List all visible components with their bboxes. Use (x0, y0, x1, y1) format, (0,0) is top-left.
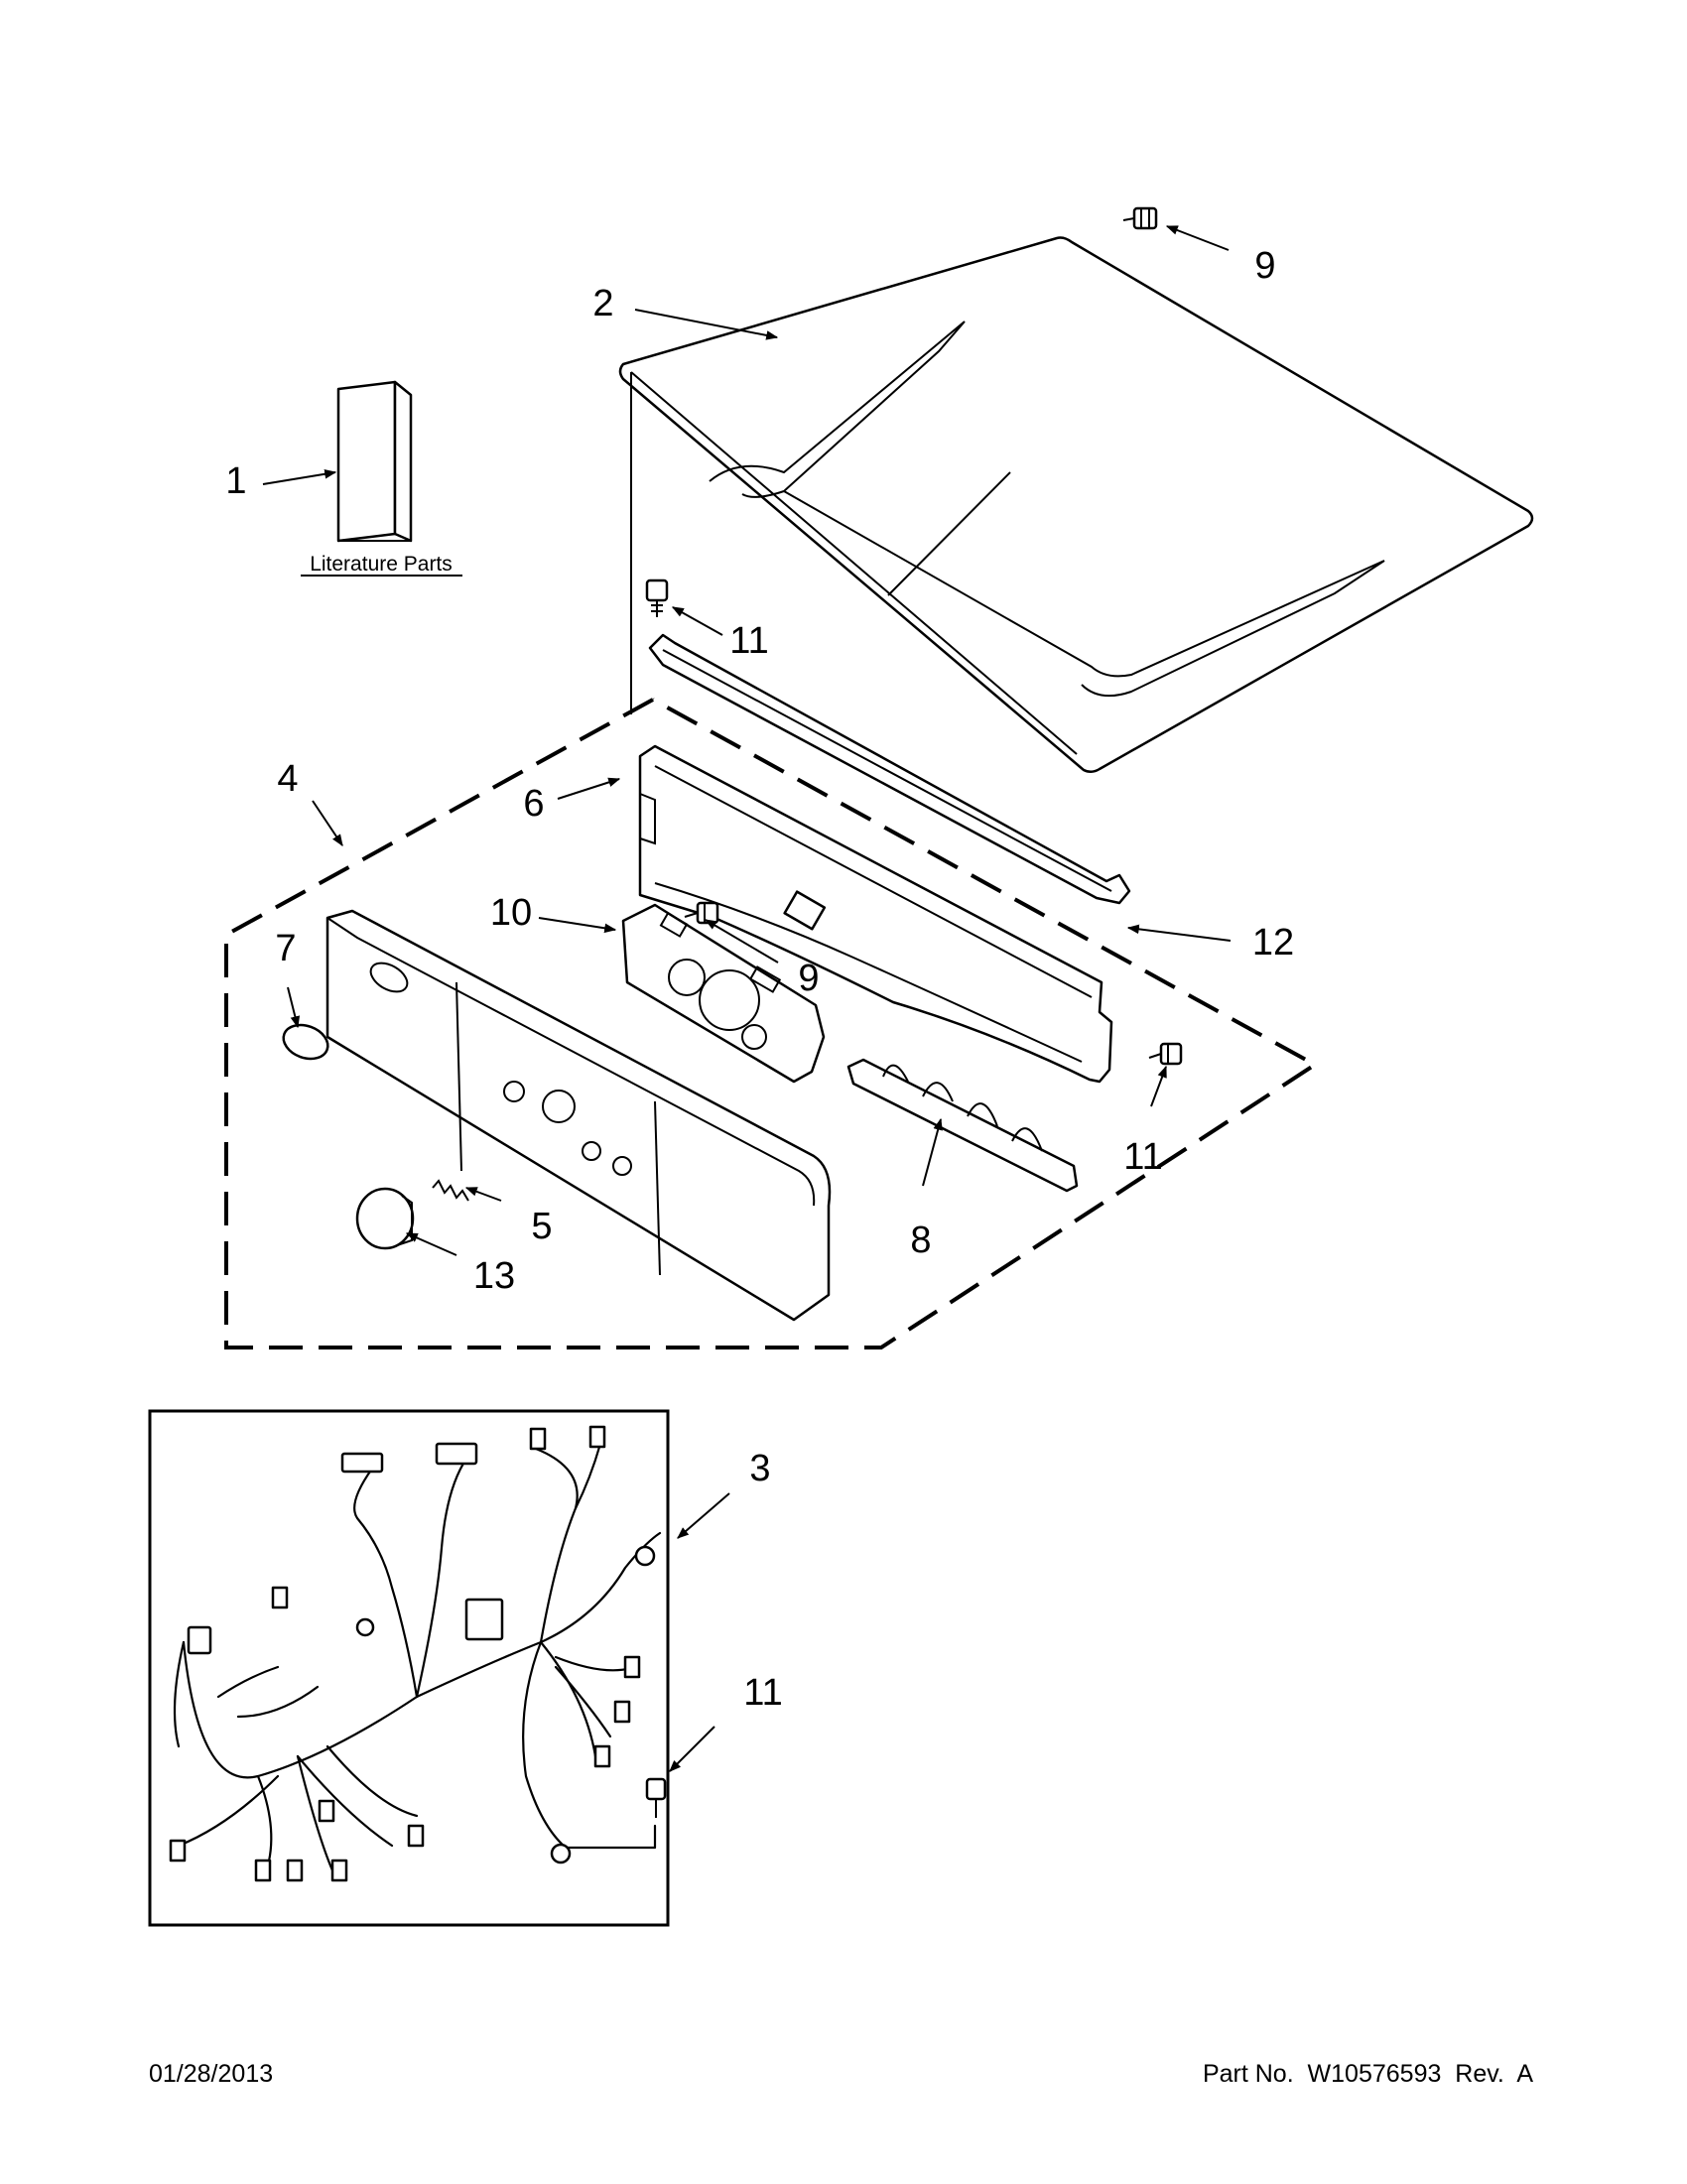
callout-13: 13 (473, 1255, 515, 1297)
callout-10: 10 (490, 892, 532, 934)
wire-harness-3 (148, 1409, 670, 1927)
bracket-rail-12 (648, 633, 1131, 905)
literature-parts-caption: Literature Parts (310, 553, 453, 576)
callout-11-upper: 11 (729, 620, 768, 662)
callout-11-right: 11 (1123, 1136, 1162, 1178)
callout-12: 12 (1252, 922, 1294, 964)
control-panel-console (325, 909, 832, 1322)
callout-11-lower: 11 (743, 1672, 782, 1714)
harness-connector-8 (846, 1058, 1079, 1193)
callouts: 1 2 3 4 5 6 7 8 9 9 10 11 11 11 12 13 (225, 245, 1294, 1714)
screw-11-right (1148, 1042, 1183, 1066)
literature-booklet (336, 380, 413, 543)
callout-4: 4 (277, 758, 298, 800)
callout-9-top: 9 (1254, 245, 1275, 287)
footer-part-number: Part No. W10576593 Rev. A (1203, 2060, 1533, 2088)
callout-9-middle: 9 (798, 958, 819, 999)
control-board-10 (621, 903, 826, 1084)
console-frame-6 (638, 744, 1113, 1084)
footer-date: 01/28/2013 (149, 2060, 273, 2088)
top-panel (618, 236, 1534, 773)
callout-2: 2 (592, 283, 613, 324)
spring-5 (432, 1179, 469, 1202)
callout-8: 8 (910, 1220, 931, 1261)
screw-9-top (1122, 206, 1158, 230)
callout-7: 7 (275, 928, 296, 969)
assembly-boundary-4 (224, 698, 1319, 1349)
screw-11-upper (645, 578, 669, 617)
screw-11-lower (645, 1777, 667, 1818)
callout-1: 1 (225, 460, 246, 502)
lens-7 (282, 1023, 329, 1061)
knob-13 (355, 1187, 415, 1250)
callout-6: 6 (523, 783, 544, 825)
callout-5: 5 (531, 1206, 552, 1247)
callout-3: 3 (749, 1448, 770, 1489)
leader-arrows (262, 225, 1232, 1772)
